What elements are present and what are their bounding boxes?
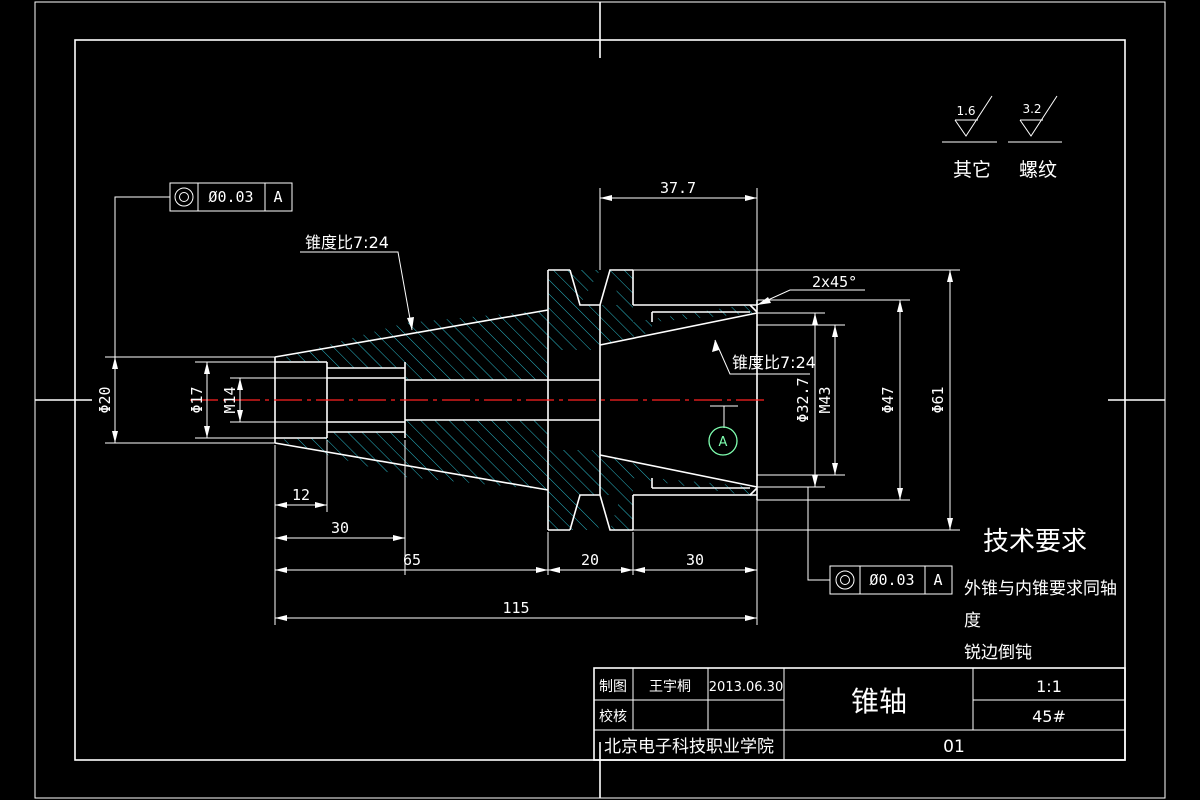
datum-a-marker: A — [708, 426, 738, 456]
dim-m43: M43 — [816, 386, 834, 413]
finish-value-general: 1.6 — [956, 104, 975, 118]
title-block: 制图 王宇桐 2013.06.30 校核 锥轴 1:1 45# 北京电子科技职业… — [593, 667, 1126, 761]
drawn-by-name: 王宇桐 — [649, 679, 691, 695]
chamfer-note: 2x45° — [812, 273, 857, 291]
dim-30-left: 30 — [331, 519, 349, 537]
finish-label-thread: 螺纹 — [1019, 159, 1057, 181]
dimension-lines — [105, 188, 960, 625]
dim-115: 115 — [502, 599, 529, 617]
tech-req-line-3: 锐边倒钝 — [964, 643, 1032, 663]
dimension-arrows — [112, 195, 953, 621]
drawn-by-label: 制图 — [599, 679, 627, 695]
inner-taper-note: 锥度比7:24 — [732, 353, 816, 372]
dim-dia-47: Φ47 — [879, 386, 897, 413]
dim-dia-17: Φ17 — [188, 386, 206, 413]
tolerance-datum-left: A — [273, 188, 282, 206]
part-outline — [274, 269, 758, 531]
tech-req-title: 技术要求 — [983, 527, 1087, 557]
tolerance-datum-right: A — [933, 571, 942, 589]
scale-value: 1:1 — [1036, 677, 1062, 696]
dim-37-7: 37.7 — [660, 179, 696, 197]
finish-value-thread: 3.2 — [1022, 102, 1041, 116]
dim-dia-61: Φ61 — [929, 386, 947, 413]
drawn-date: 2013.06.30 — [709, 680, 783, 695]
tolerance-value-right: Ø0.03 — [869, 571, 914, 589]
material-value: 45# — [1032, 707, 1066, 726]
dim-20: 20 — [581, 551, 599, 569]
tech-req-line-2: 度 — [964, 611, 981, 631]
datum-a-label: A — [719, 435, 728, 450]
dim-30-right: 30 — [686, 551, 704, 569]
dim-m14: M14 — [221, 386, 239, 413]
dim-12: 12 — [292, 486, 310, 504]
drawing-number: 01 — [943, 737, 965, 757]
dim-dia-32-7: Φ32.7 — [794, 377, 812, 422]
tech-req-line-1: 外锥与内锥要求同轴 — [964, 579, 1117, 599]
part-name: 锥轴 — [851, 685, 907, 718]
finish-label-general: 其它 — [953, 159, 991, 181]
tolerance-frame-left: Ø0.03 A — [169, 182, 293, 212]
technical-requirements: 技术要求 外锥与内锥要求同轴 度 锐边倒钝 — [964, 527, 1117, 663]
surface-finish-thread: 3.2 螺纹 — [1008, 95, 1062, 181]
school-name: 北京电子科技职业学院 — [604, 737, 774, 757]
tolerance-value-left: Ø0.03 — [208, 188, 253, 206]
dim-dia-20: Φ20 — [96, 386, 114, 413]
tolerance-frame-right: Ø0.03 A — [829, 565, 953, 595]
surface-finish-general: 1.6 其它 — [942, 95, 997, 181]
outer-taper-note: 锥度比7:24 — [305, 233, 389, 252]
dim-65: 65 — [403, 551, 421, 569]
checked-label: 校核 — [599, 708, 627, 725]
hatched-section — [275, 270, 757, 530]
